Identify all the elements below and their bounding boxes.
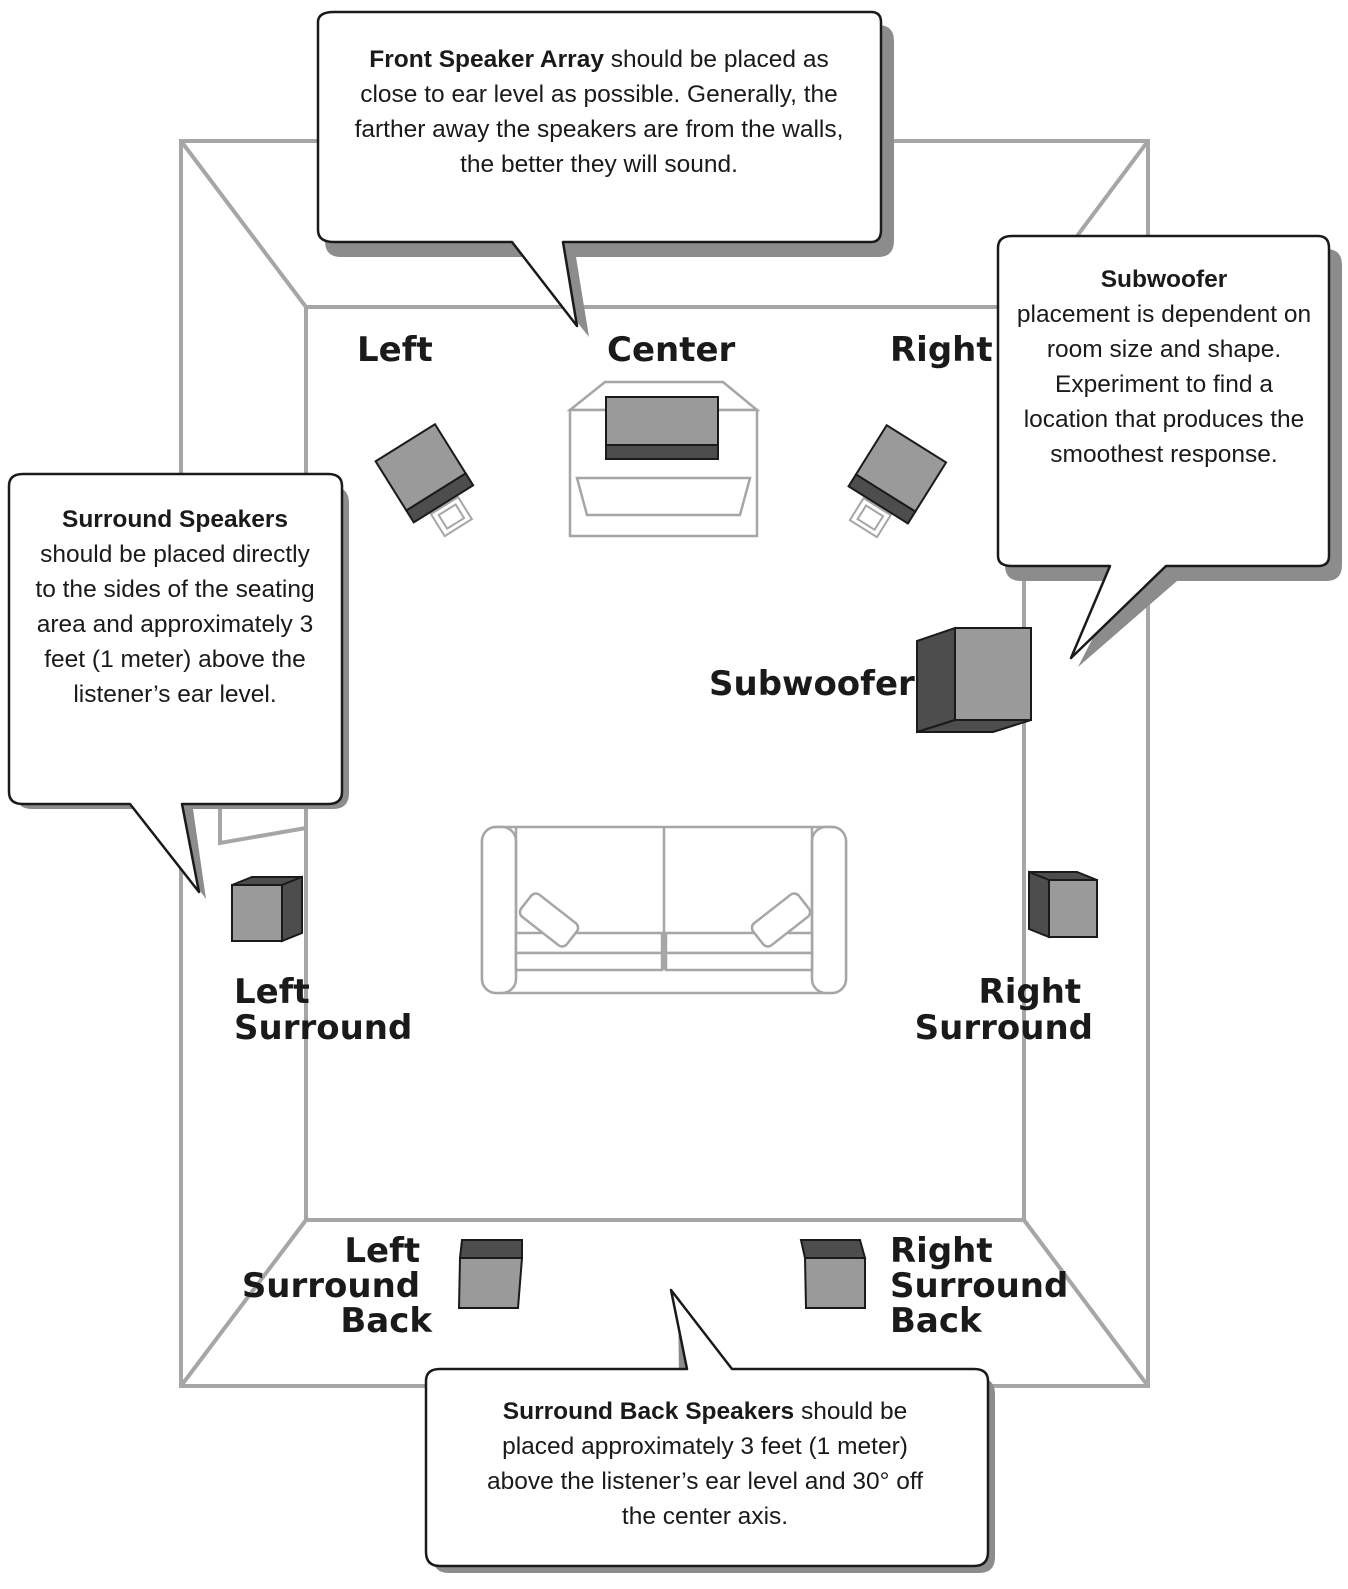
label-right-surround: Right Surround	[915, 972, 1093, 1048]
subwoofer-callout-title: Subwoofer	[1100, 266, 1228, 293]
center-speaker	[605, 396, 719, 460]
left-surround-speaker	[231, 875, 303, 943]
label-subwoofer: Subwoofer	[709, 664, 915, 704]
surround-callout-text: Surround Speakers should be placed direct…	[32, 502, 318, 712]
room-corner-edge	[179, 139, 308, 309]
subwoofer-callout-bubble	[996, 234, 1331, 660]
front-callout-body: should be placed as close to ear level a…	[354, 46, 844, 178]
wall-notch	[218, 800, 307, 846]
room-corner-edge	[1022, 1218, 1150, 1388]
front-callout-bubble	[316, 10, 883, 328]
callout-bubbles	[7, 10, 1331, 1568]
label-left: Left	[357, 330, 433, 370]
left-front-speaker	[374, 422, 475, 538]
right-front-speaker	[847, 423, 948, 539]
subwoofer-callout-body: placement is dependent on room size and …	[1016, 301, 1312, 468]
front-callout-title: Front Speaker Array	[369, 46, 604, 73]
label-left-surround: Left Surround	[234, 972, 412, 1048]
label-right: Right	[890, 330, 993, 370]
subwoofer-speaker	[916, 626, 1032, 734]
label-right-surround-back: Right Surround Back	[890, 1231, 1080, 1341]
subwoofer-callout-text: Subwoofer placement is dependent on room …	[1016, 262, 1312, 472]
surround-back-callout-text: Surround Back Speakers should be placed …	[468, 1394, 942, 1534]
surround-back-callout-body: should be placed approximately 3 feet (1…	[486, 1398, 924, 1530]
surround-back-callout-title: Surround Back Speakers	[502, 1398, 795, 1425]
tv-cabinet	[566, 380, 761, 538]
sofa	[480, 825, 848, 995]
surround-back-callout-bubble	[424, 1288, 990, 1568]
left-surround-back-speaker	[457, 1239, 524, 1309]
room-corner-edge	[179, 1218, 308, 1388]
right-surround-speaker	[1028, 870, 1098, 939]
label-left-surround-back: Left Surround Back	[242, 1231, 434, 1341]
label-center: Center	[607, 330, 736, 370]
surround-callout-body: should be placed directly to the sides o…	[35, 541, 315, 708]
right-surround-back-speaker	[799, 1239, 867, 1309]
front-callout-text: Front Speaker Array should be placed as …	[340, 42, 858, 182]
surround-callout-title: Surround Speakers	[61, 506, 288, 533]
surround-callout-bubble	[7, 472, 344, 894]
